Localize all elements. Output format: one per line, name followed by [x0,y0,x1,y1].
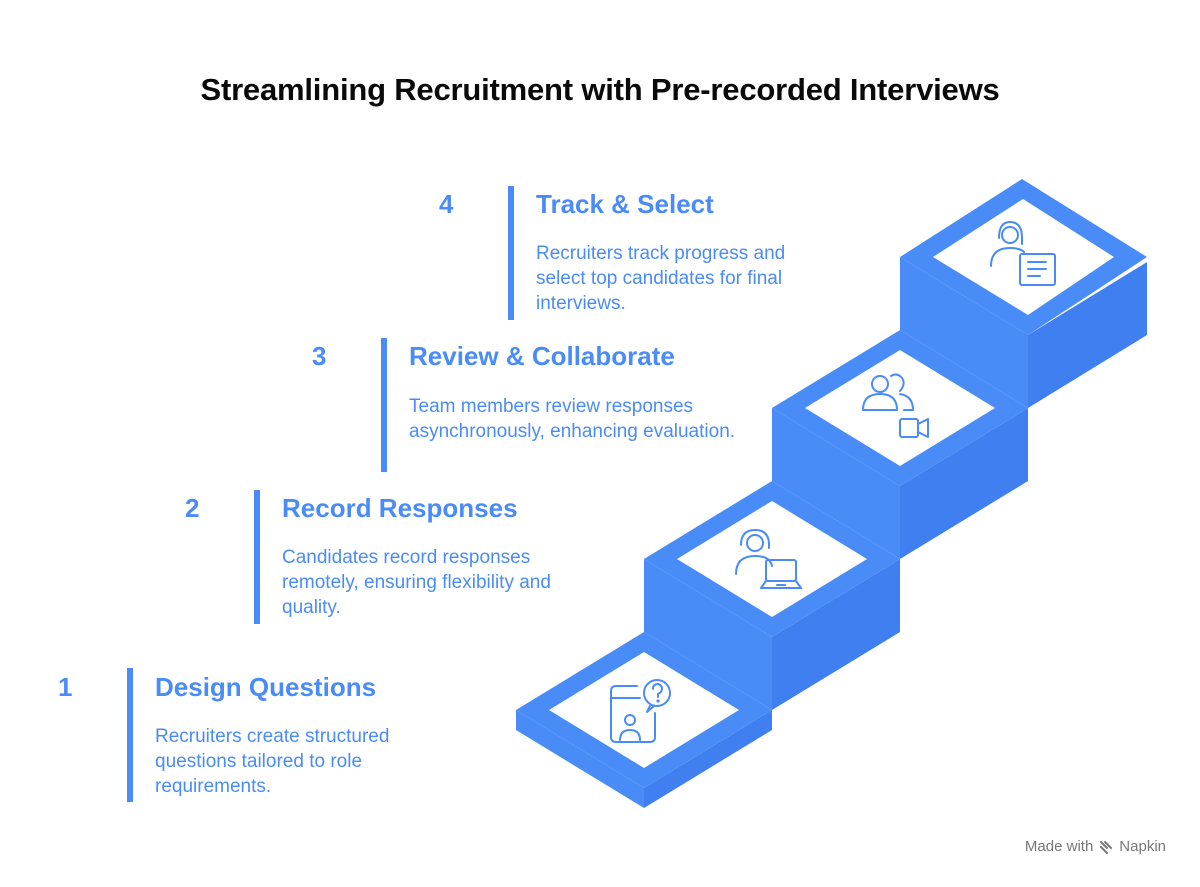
stair-step-4 [900,179,1147,335]
step-4-number: 4 [439,189,454,219]
step-3-number: 3 [312,341,327,371]
step-2-description: Candidates record responses remotely, en… [282,547,551,618]
step-4-description: Recruiters track progress and select top… [536,243,786,314]
napkin-logo-icon [1099,839,1113,855]
step-1-heading: Design Questions [155,672,377,702]
step-3-description: Team members review responses asynchrono… [409,396,736,442]
step-4-heading: Track & Select [536,189,714,219]
step-2-number: 2 [185,493,200,523]
footer-attribution: Made with Napkin [1025,838,1166,855]
footer-made-with: Made with [1024,838,1094,855]
footer-brand: Napkin [1119,838,1166,855]
step-4-bar [508,186,514,320]
person-document-icon [990,221,1056,286]
phone-question-icon [610,679,671,743]
step-1-number: 1 [58,672,73,702]
team-video-icon [862,373,929,438]
step-2-heading: Record Responses [282,493,518,523]
step-1-bar [127,668,133,802]
step-3-heading: Review & Collaborate [409,341,675,371]
step-3-bar [381,338,387,472]
stair-step-1 [516,632,772,808]
step-2-bar [254,490,260,624]
step-1-description: Recruiters create structured questions t… [155,726,390,797]
page-title: Streamlining Recruitment with Pre-record… [200,72,1000,107]
person-laptop-icon [735,529,802,589]
